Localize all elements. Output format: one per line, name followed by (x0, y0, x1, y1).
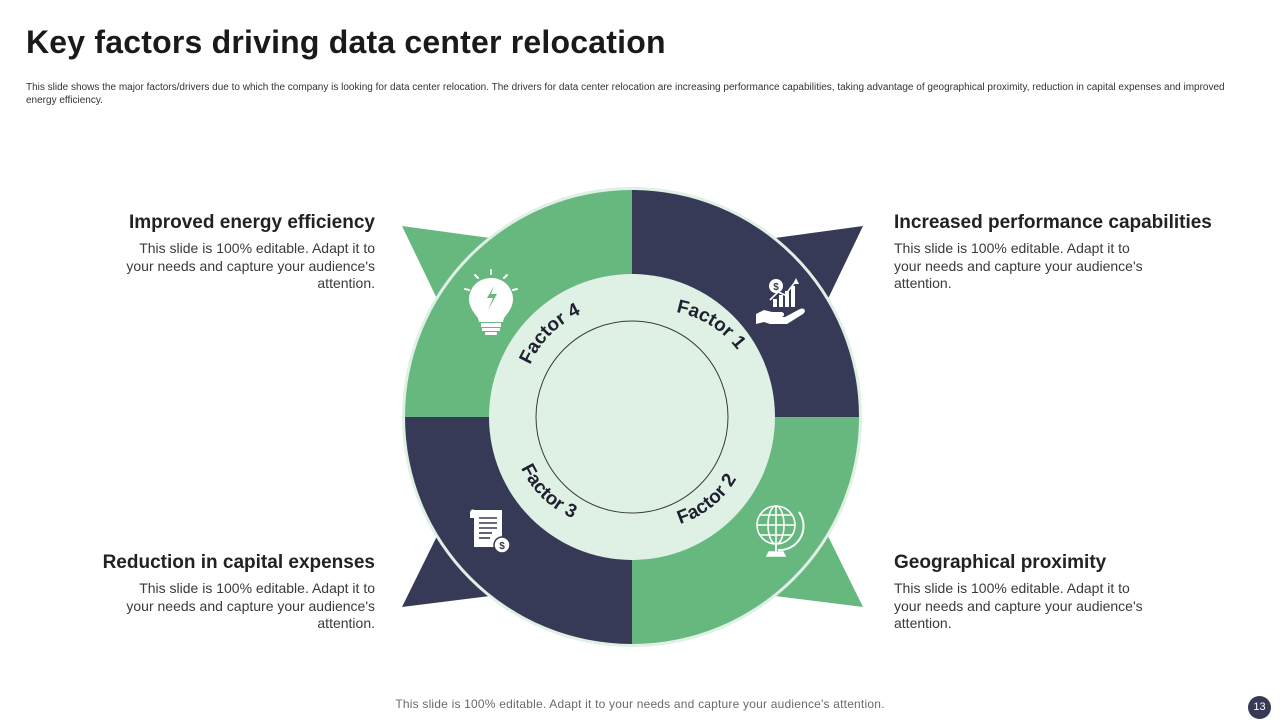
pointer-bottom-right (775, 530, 863, 607)
footer-note: This slide is 100% editable. Adapt it to… (395, 697, 885, 711)
factor-2-block: Geographical proximity This slide is 100… (894, 552, 1224, 633)
center-circle (535, 320, 729, 514)
invoice-dollar-icon: $ (470, 509, 511, 554)
factor-1-heading: Increased performance capabilities (894, 212, 1212, 233)
pointer-bottom-left (402, 530, 490, 607)
factor-2-description: This slide is 100% editable. Adapt it to… (894, 580, 1143, 631)
svg-text:$: $ (773, 282, 779, 293)
globe-icon (756, 505, 805, 557)
slide-description: This slide shows the major factors/drive… (26, 82, 1225, 106)
factor-3-description: This slide is 100% editable. Adapt it to… (126, 580, 375, 631)
page-number-badge: 13 (1248, 696, 1271, 719)
factor-2-heading: Geographical proximity (894, 552, 1107, 573)
svg-text:$: $ (499, 541, 505, 552)
inner-ring (489, 274, 775, 560)
factor-1-description: This slide is 100% editable. Adapt it to… (894, 240, 1143, 291)
pointer-top-right (775, 226, 863, 305)
factor-3-block: Reduction in capital expenses This slide… (45, 552, 375, 633)
factor-4-description: This slide is 100% editable. Adapt it to… (126, 240, 375, 291)
lightbulb-icon (464, 269, 518, 335)
pointer-top-left (402, 226, 490, 305)
factor-1-block: Increased performance capabilities This … (894, 212, 1224, 293)
slide-title: Key factors driving data center relocati… (26, 24, 666, 60)
growth-chart-hand-icon: $ (756, 278, 805, 324)
factor-3-heading: Reduction in capital expenses (102, 552, 375, 573)
factor-4-block: Improved energy efficiency This slide is… (45, 212, 375, 293)
factor-4-heading: Improved energy efficiency (128, 212, 375, 233)
